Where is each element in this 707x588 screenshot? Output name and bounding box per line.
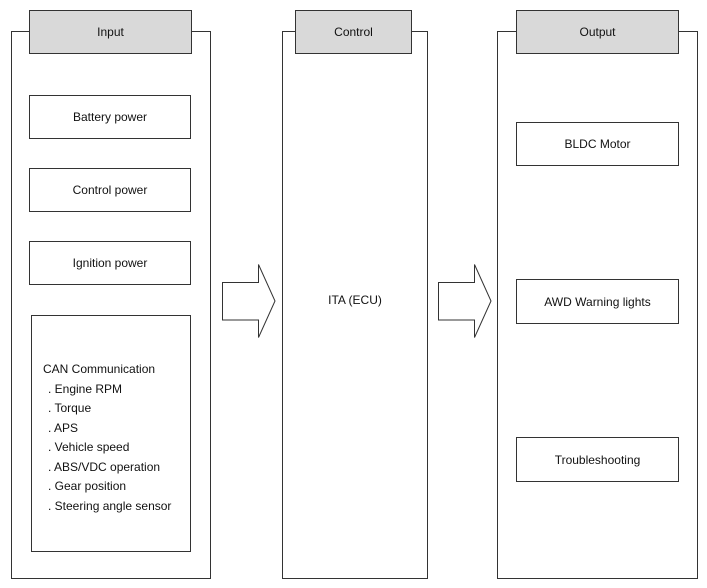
can-item-abs-vdc-operation: . ABS/VDC operation [48, 459, 161, 474]
can-item-aps: . APS [48, 420, 79, 435]
can-item-torque: . Torque [48, 401, 92, 415]
can-communication-list: CAN Communication . Engine RPM . Torque … [43, 360, 171, 516]
input-item-battery-power: Battery power [29, 95, 191, 139]
output-item-bldc-motor: BLDC Motor [516, 122, 679, 166]
input-item-ignition-power: Ignition power [29, 241, 191, 285]
can-communication-box: CAN Communication . Engine RPM . Torque … [31, 315, 191, 552]
can-item-vehicle-speed: . Vehicle speed [48, 440, 130, 454]
control-panel [282, 31, 428, 579]
output-header: Output [516, 10, 679, 54]
input-item-control-power: Control power [29, 168, 191, 212]
control-ita-ecu-label: ITA (ECU) [328, 293, 382, 307]
input-header: Input [29, 10, 192, 54]
arrow-input-to-control [222, 264, 276, 338]
can-title: CAN Communication [43, 362, 156, 376]
can-item-gear-position: . Gear position [48, 479, 127, 493]
arrow-control-to-output [438, 264, 492, 338]
output-item-troubleshooting: Troubleshooting [516, 437, 679, 482]
control-header: Control [295, 10, 412, 54]
can-item-engine-rpm: . Engine RPM [48, 381, 123, 396]
output-item-awd-warning-lights: AWD Warning lights [516, 279, 679, 324]
can-item-steering-angle-sensor: . Steering angle sensor [48, 498, 172, 513]
